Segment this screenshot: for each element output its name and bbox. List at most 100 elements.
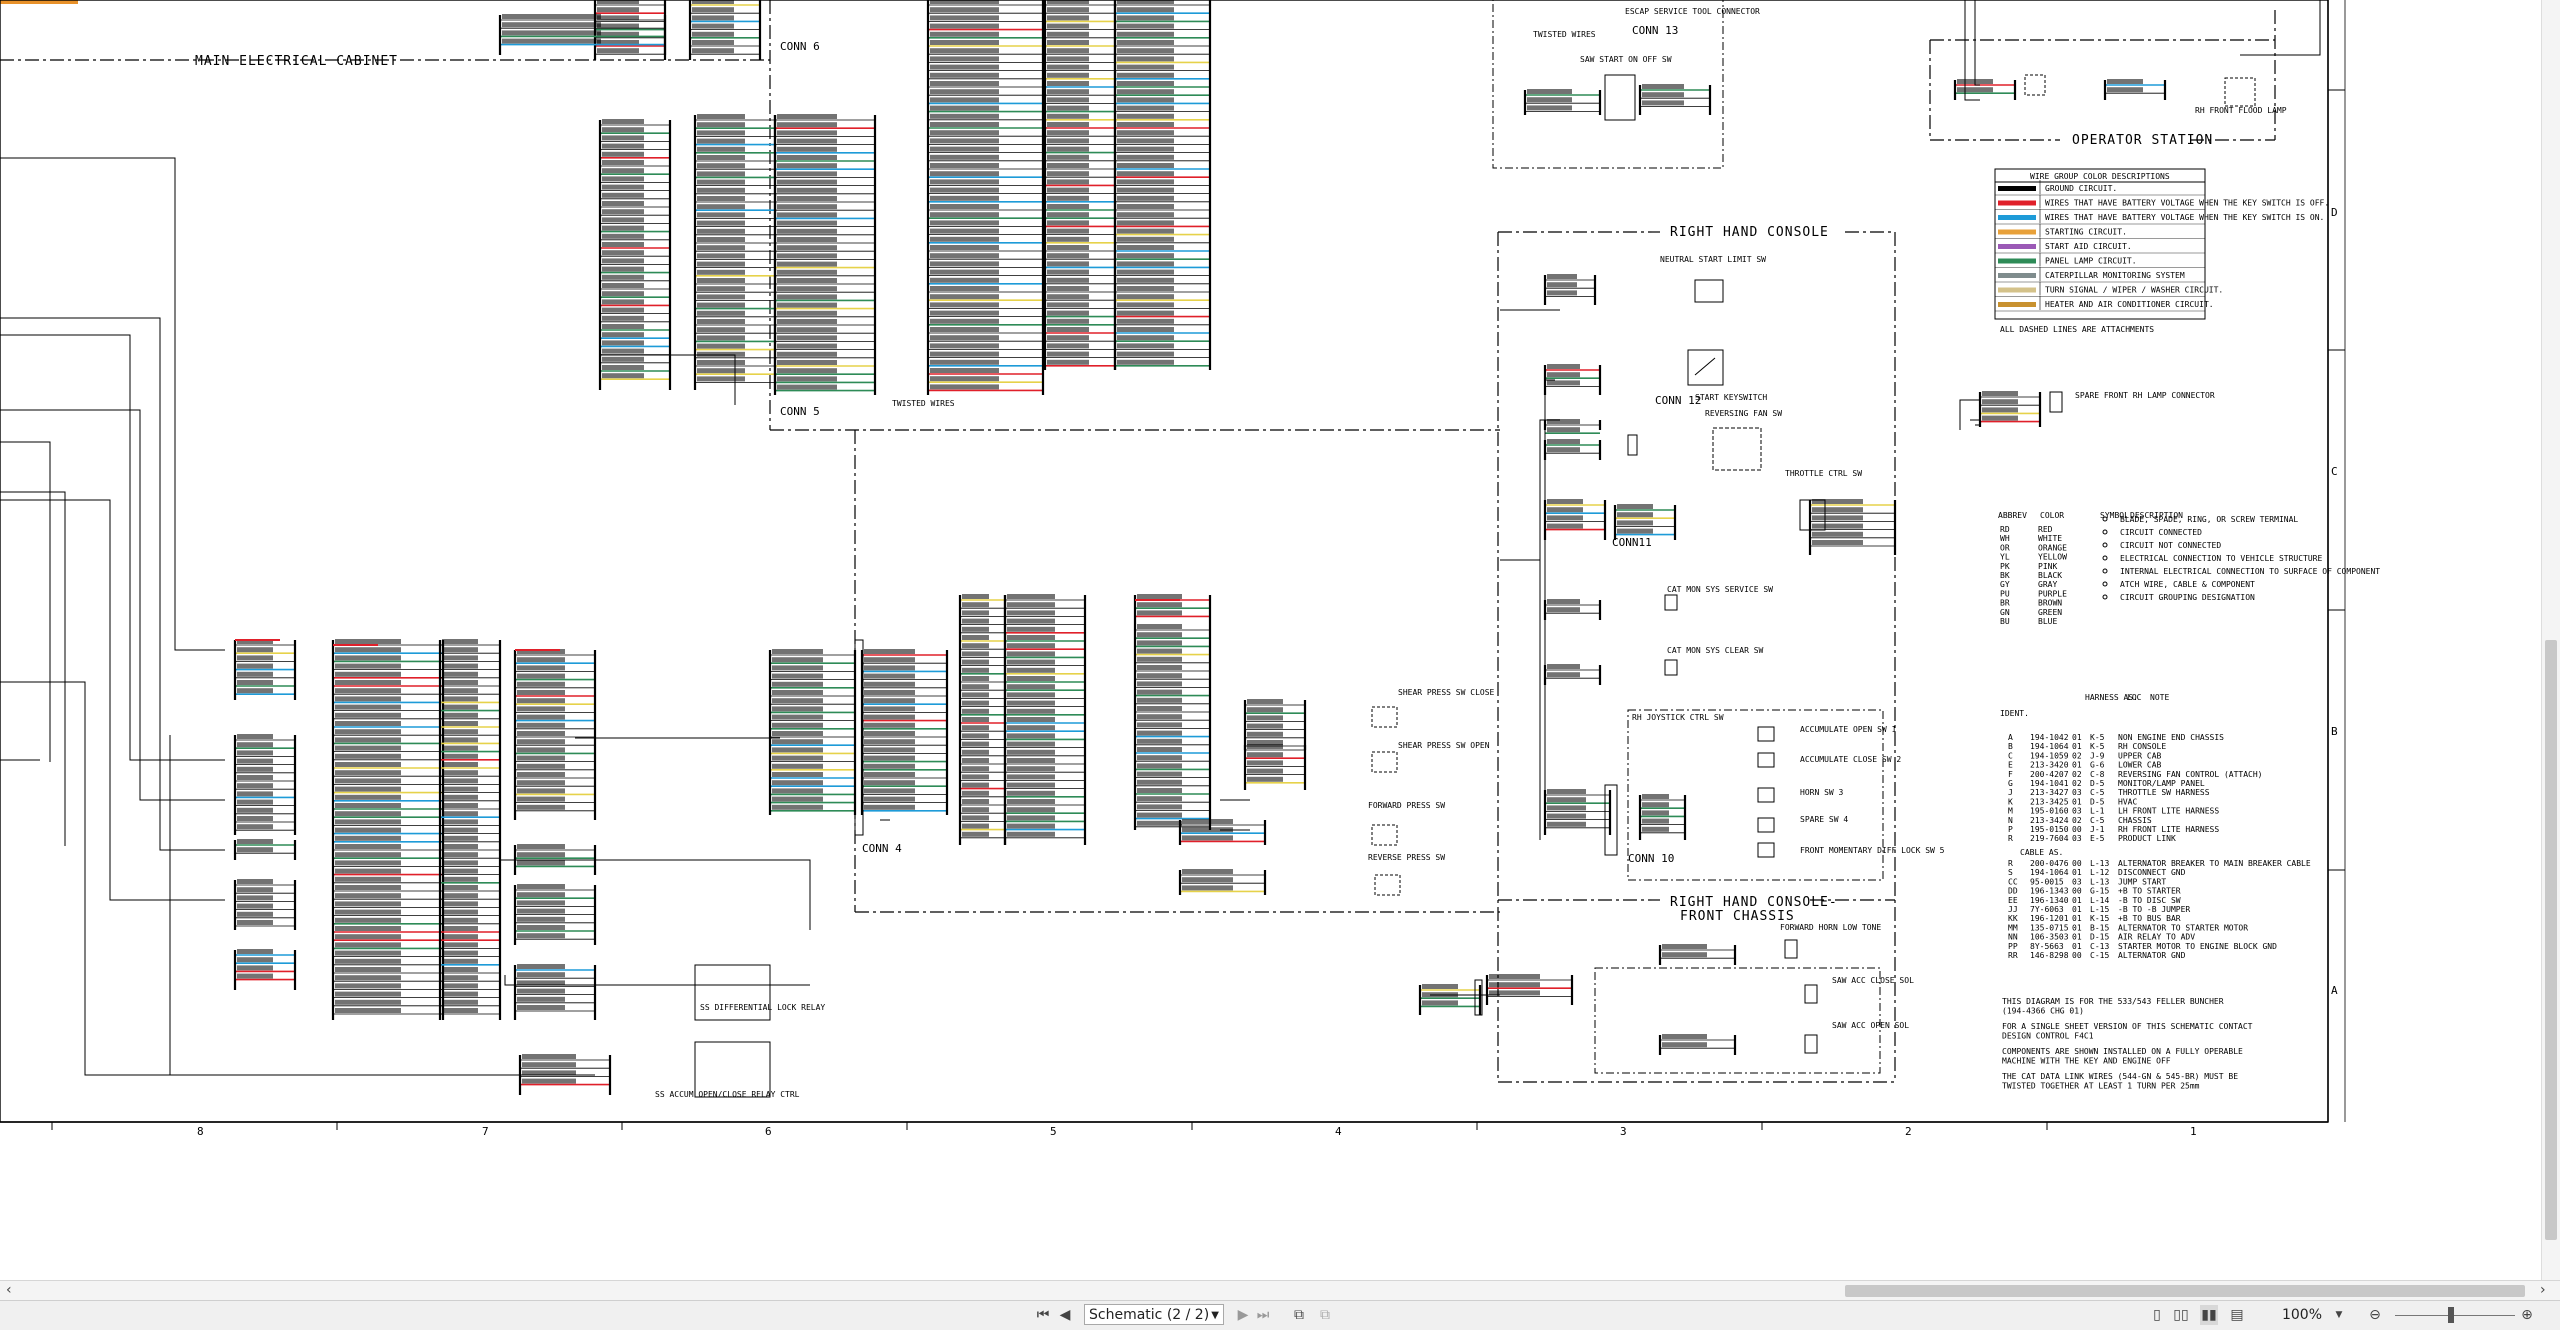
first-page-icon[interactable]: ⏮ bbox=[1036, 1307, 1050, 1323]
svg-text:CAT MON SYS CLEAR SW: CAT MON SYS CLEAR SW bbox=[1667, 646, 1764, 655]
legend-item-label: WIRES THAT HAVE BATTERY VOLTAGE WHEN THE… bbox=[2045, 213, 2324, 222]
copy-icon[interactable]: ⧉ bbox=[1294, 1307, 1304, 1323]
harness-cell: 02 bbox=[2072, 770, 2082, 779]
footnote-line: COMPONENTS ARE SHOWN INSTALLED ON A FULL… bbox=[2002, 1047, 2243, 1056]
horizontal-scroll-thumb[interactable] bbox=[1845, 1285, 2525, 1297]
zoom-out-icon[interactable]: ⊖ bbox=[2369, 1307, 2381, 1323]
cable-cell: 146-8298 bbox=[2030, 951, 2069, 960]
wiring-schematic: MAIN ELECTRICAL CABINET RIGHT HAND CONSO… bbox=[0, 0, 2380, 1138]
abbrev-header: DESCRIPTION bbox=[2130, 511, 2183, 520]
cable-cell: 01 bbox=[2072, 933, 2082, 942]
cable-cell: JJ bbox=[2008, 905, 2018, 914]
harness-cell: UPPER CAB bbox=[2118, 751, 2162, 760]
last-page-icon[interactable]: ⏭ bbox=[1256, 1307, 1270, 1323]
cable-cell: 01 bbox=[2072, 896, 2082, 905]
cable-cell: RR bbox=[2008, 951, 2018, 960]
cable-cell: EE bbox=[2008, 896, 2018, 905]
grid-column-label: 6 bbox=[765, 1125, 772, 1138]
active-tab-indicator bbox=[0, 0, 78, 4]
svg-text:ACCUMULATE CLOSE SW 2: ACCUMULATE CLOSE SW 2 bbox=[1800, 755, 1901, 764]
harness-cell: 194-1042 bbox=[2030, 733, 2069, 742]
symbol-description: ELECTRICAL CONNECTION TO VEHICLE STRUCTU… bbox=[2120, 554, 2322, 563]
facing-pages-view-icon[interactable]: ▮▮ bbox=[2200, 1305, 2218, 1325]
horizontal-scrollbar[interactable]: ‹ › bbox=[0, 1280, 2560, 1301]
cable-cell: +B TO BUS BAR bbox=[2118, 914, 2181, 923]
twisted-wires-top: TWISTED WIRES bbox=[1533, 30, 1596, 39]
harness-cell: 03 bbox=[2072, 788, 2082, 797]
abbrev-code: BK bbox=[2000, 571, 2010, 580]
cable-cell: CC bbox=[2008, 877, 2018, 886]
cable-cell: 196-1343 bbox=[2030, 887, 2069, 896]
harness-cell: LOWER CAB bbox=[2118, 761, 2162, 770]
svg-text:ACCUMULATE OPEN SW 1: ACCUMULATE OPEN SW 1 bbox=[1800, 725, 1897, 734]
scroll-left-icon[interactable]: ‹ bbox=[6, 1282, 12, 1298]
harness-cell: 213-3420 bbox=[2030, 761, 2069, 770]
previous-page-icon[interactable]: ◀ bbox=[1059, 1307, 1071, 1323]
vertical-scrollbar[interactable] bbox=[2541, 0, 2560, 1280]
abbrev-color: GREEN bbox=[2038, 608, 2062, 617]
scroll-right-icon[interactable]: › bbox=[2540, 1282, 2546, 1298]
cable-cell: G-15 bbox=[2090, 887, 2109, 896]
page-selector[interactable]: Schematic (2 / 2) ▼ bbox=[1084, 1304, 1224, 1325]
footnotes: THIS DIAGRAM IS FOR THE 533/543 FELLER B… bbox=[2002, 997, 2253, 1091]
svg-text:SAW ACC CLOSE SOL: SAW ACC CLOSE SOL bbox=[1832, 976, 1914, 985]
harness-cell: P bbox=[2008, 825, 2013, 834]
cable-cell: +B TO STARTER bbox=[2118, 887, 2181, 896]
abbrev-code: PU bbox=[2000, 589, 2010, 598]
symbol-description: BLADE, SPADE, RING, OR SCREW TERMINAL bbox=[2120, 515, 2298, 524]
symbol-description: CIRCUIT CONNECTED bbox=[2120, 528, 2202, 537]
harness-cell: NON ENGINE END CHASSIS bbox=[2118, 733, 2224, 742]
cable-cell: 01 bbox=[2072, 942, 2082, 951]
legend-item-label: STARTING CIRCUIT. bbox=[2045, 228, 2127, 237]
cable-cell: 196-1340 bbox=[2030, 896, 2069, 905]
abbrev-color: YELLOW bbox=[2038, 553, 2067, 562]
cable-cell: -B TO DISC SW bbox=[2118, 896, 2181, 905]
harness-cell: C-5 bbox=[2090, 788, 2105, 797]
svg-text:SPARE FRONT RH LAMP CONNECTOR: SPARE FRONT RH LAMP CONNECTOR bbox=[2075, 391, 2215, 400]
continuous-view-icon[interactable]: ▤ bbox=[2230, 1307, 2244, 1323]
legend-item-label: GROUND CIRCUIT. bbox=[2045, 184, 2117, 193]
abbrev-color: BLUE bbox=[2038, 617, 2057, 626]
copy-alt-icon[interactable]: ⧉ bbox=[1320, 1307, 1330, 1323]
legend-swatch bbox=[1998, 200, 2036, 206]
zoom-level[interactable]: 100% bbox=[2281, 1307, 2322, 1323]
harness-cell: C-5 bbox=[2090, 816, 2105, 825]
harness-cell: R bbox=[2008, 834, 2013, 843]
abbrev-color: BROWN bbox=[2038, 599, 2062, 608]
harness-cell: 03 bbox=[2072, 834, 2082, 843]
zoom-slider-handle[interactable] bbox=[2448, 1307, 2454, 1323]
grid-column-label: 5 bbox=[1050, 1125, 1057, 1138]
two-page-view-icon[interactable]: ▯▯ bbox=[2173, 1307, 2189, 1323]
footnote-line: THE CAT DATA LINK WIRES (544-GN & 545-BR… bbox=[2002, 1072, 2238, 1081]
cable-cell: 7Y-6063 bbox=[2030, 905, 2064, 914]
harness-cell: J bbox=[2008, 788, 2013, 797]
legend-swatch bbox=[1998, 273, 2036, 278]
zoom-slider[interactable] bbox=[2395, 1315, 2515, 1316]
single-page-view-icon[interactable]: ▯ bbox=[2153, 1307, 2161, 1323]
zoom-in-icon[interactable]: ⊕ bbox=[2521, 1307, 2533, 1323]
zoom-dropdown-icon[interactable]: ▼ bbox=[2335, 1310, 2343, 1320]
grid-column-label: 3 bbox=[1620, 1125, 1627, 1138]
cable-cell: DISCONNECT GND bbox=[2118, 868, 2186, 877]
legend-swatch bbox=[1998, 215, 2036, 220]
cable-cell: C-15 bbox=[2090, 951, 2109, 960]
footnote-line: DESIGN CONTROL F4C1 bbox=[2002, 1032, 2094, 1041]
grid-column-label: 7 bbox=[482, 1125, 489, 1138]
next-page-icon[interactable]: ▶ bbox=[1237, 1307, 1249, 1323]
harness-cell: G bbox=[2008, 779, 2013, 788]
svg-text:NEUTRAL START LIMIT SW: NEUTRAL START LIMIT SW bbox=[1660, 255, 1766, 264]
harness-cell: 00 bbox=[2072, 825, 2082, 834]
cable-cell: 95-0015 bbox=[2030, 877, 2064, 886]
wire-bundles bbox=[233, 0, 2167, 1095]
legend-swatch bbox=[1998, 244, 2036, 249]
vertical-scroll-thumb[interactable] bbox=[2545, 640, 2557, 1240]
abbrev-code: BR bbox=[2000, 599, 2010, 608]
footnote-line: FOR A SINGLE SHEET VERSION OF THIS SCHEM… bbox=[2002, 1022, 2253, 1031]
abbrev-color: ORANGE bbox=[2038, 543, 2067, 552]
harness-cell: A bbox=[2008, 733, 2013, 742]
harness-cell: J-9 bbox=[2090, 751, 2105, 760]
document-viewport[interactable]: MAIN ELECTRICAL CABINET RIGHT HAND CONSO… bbox=[0, 0, 2560, 1280]
cable-cell: 8Y-5663 bbox=[2030, 942, 2064, 951]
cable-cell: L-13 bbox=[2090, 877, 2109, 886]
